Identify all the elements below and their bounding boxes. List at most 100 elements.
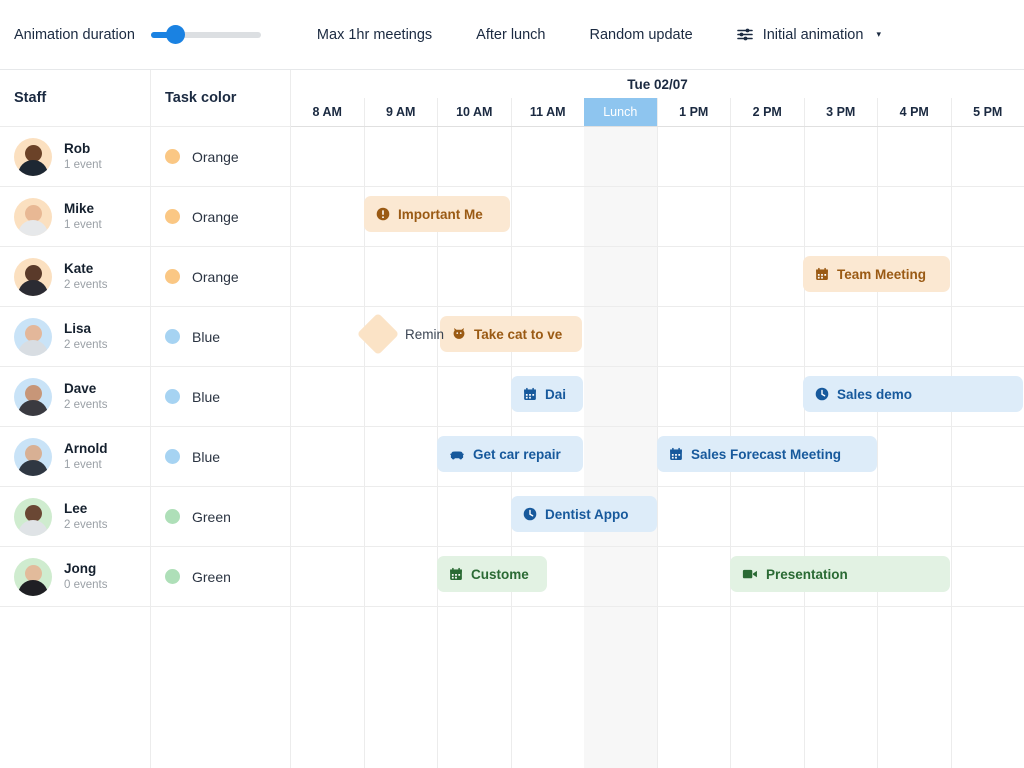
color-dot-icon (165, 209, 180, 224)
staff-name: Rob (64, 140, 91, 156)
hour-header-8-am[interactable]: 8 AM (312, 105, 342, 119)
task-color-column-header: Task color (151, 70, 290, 127)
staff-event-count: 1 event (64, 158, 102, 171)
calendar-icon (523, 387, 537, 401)
date-header: Tue 02/07 (627, 76, 688, 92)
staff-row[interactable]: Arnold 1 event (0, 427, 150, 487)
hour-header-5-pm[interactable]: 5 PM (950, 98, 1024, 126)
staff-name: Lisa (64, 320, 92, 336)
avatar (14, 317, 52, 356)
task-color-label: Blue (192, 328, 221, 345)
event-block[interactable]: Dentist Appo (511, 496, 657, 532)
hour-header-4-pm[interactable]: 4 PM (877, 98, 951, 126)
staff-column: Staff Rob 1 event Mike 1 event Kate 2 ev… (0, 70, 150, 768)
staff-event-count: 1 event (64, 218, 102, 231)
event-block[interactable]: Presentation (730, 556, 950, 592)
staff-row[interactable]: Lisa 2 events (0, 307, 150, 367)
milestone-marker[interactable]: Remin (356, 312, 445, 356)
event-block[interactable]: Team Meeting (803, 256, 950, 292)
hour-header-11-am[interactable]: 11 AM (510, 98, 585, 126)
staff-row[interactable]: Mike 1 event (0, 187, 150, 247)
task-color-column: Task color Orange Orange Orange Blue Blu… (150, 70, 290, 768)
hour-header-2-pm[interactable]: 2 PM (730, 98, 804, 126)
staff-name: Lee (64, 500, 88, 516)
color-dot-icon (165, 569, 180, 584)
random-update-button[interactable]: Random update (568, 21, 715, 49)
avatar (14, 197, 52, 236)
events-layer: Important Me Team Meeting Take cat to ve… (0, 70, 1024, 768)
slider-thumb[interactable] (166, 25, 186, 44)
staff-event-count: 2 events (64, 518, 108, 531)
color-dot-icon (165, 389, 180, 404)
color-dot-icon (165, 449, 180, 464)
toolbar: Animation duration Max 1hr meetings Afte… (0, 0, 1024, 70)
staff-rows: Rob 1 event Mike 1 event Kate 2 events L… (0, 127, 150, 607)
color-dot-icon (165, 329, 180, 344)
timeline-row-gridlines (291, 127, 1024, 768)
task-color-row[interactable]: Blue (151, 307, 290, 367)
event-label: Important Me (398, 206, 483, 222)
hour-header-lunch[interactable]: Lunch (584, 98, 657, 126)
task-color-label: Blue (192, 388, 221, 405)
initial-animation-dropdown[interactable]: Initial animation ▾ (715, 21, 891, 49)
task-color-row[interactable]: Orange (151, 127, 290, 187)
staff-name: Jong (64, 560, 97, 576)
milestone-label: Remin (405, 326, 445, 342)
timeline-row-0 (291, 127, 1024, 187)
task-color-label: Orange (192, 148, 239, 165)
task-color-rows: Orange Orange Orange Blue Blue Blue Gree… (151, 127, 290, 607)
timeline-body (291, 127, 1024, 768)
task-color-row[interactable]: Blue (151, 427, 290, 487)
staff-row[interactable]: Lee 2 events (0, 487, 150, 547)
event-label: Custome (471, 566, 529, 582)
staff-event-count: 0 events (64, 578, 108, 591)
animation-duration-slider[interactable] (150, 25, 261, 45)
diamond-marker-icon (356, 312, 400, 356)
slider-fill (150, 31, 176, 38)
staff-name: Arnold (64, 440, 108, 456)
color-dot-icon (165, 149, 180, 164)
event-block[interactable]: Dai (511, 376, 583, 412)
task-color-row[interactable]: Green (151, 547, 290, 607)
event-block[interactable]: Important Me (364, 196, 510, 232)
alert-icon (376, 207, 390, 221)
timeline-col-9 (950, 127, 1024, 768)
staff-name: Mike (64, 200, 95, 216)
timeline-col-1 (363, 127, 438, 768)
event-block[interactable]: Custome (437, 556, 547, 592)
task-color-row[interactable]: Orange (151, 247, 290, 307)
task-color-row[interactable]: Orange (151, 187, 290, 247)
avatar (14, 557, 52, 596)
color-dot-icon (165, 269, 180, 284)
event-block[interactable]: Sales demo (803, 376, 1023, 412)
hour-header-1-pm[interactable]: 1 PM (656, 98, 731, 126)
event-label: Team Meeting (837, 266, 927, 282)
staff-row[interactable]: Dave 2 events (0, 367, 150, 427)
event-block[interactable]: Sales Forecast Meeting (657, 436, 877, 472)
event-label: Take cat to ve (474, 326, 563, 342)
hour-header-10-am[interactable]: 10 AM (437, 98, 511, 126)
staff-row[interactable]: Kate 2 events (0, 247, 150, 307)
after-lunch-button[interactable]: After lunch (454, 21, 567, 49)
task-color-label: Blue (192, 448, 221, 465)
hour-header-3-pm[interactable]: 3 PM (803, 98, 878, 126)
staff-row[interactable]: Jong 0 events (0, 547, 150, 607)
staff-event-count: 1 event (64, 458, 102, 471)
event-block[interactable]: Get car repair (437, 436, 583, 472)
calendar-icon (669, 447, 683, 461)
max-1hr-meetings-button[interactable]: Max 1hr meetings (295, 21, 454, 49)
event-label: Dentist Appo (545, 506, 629, 522)
scheduler-grid: Staff Rob 1 event Mike 1 event Kate 2 ev… (0, 70, 1024, 768)
staff-row[interactable]: Rob 1 event (0, 127, 150, 187)
event-block[interactable]: Take cat to ve (440, 316, 582, 352)
timeline-col-8 (877, 127, 951, 768)
timeline-col-5 (656, 127, 731, 768)
task-color-row[interactable]: Blue (151, 367, 290, 427)
avatar (14, 377, 52, 416)
avatar (14, 497, 52, 536)
task-color-row[interactable]: Green (151, 487, 290, 547)
avatar (14, 137, 52, 176)
hour-header-9-am[interactable]: 9 AM (363, 98, 438, 126)
